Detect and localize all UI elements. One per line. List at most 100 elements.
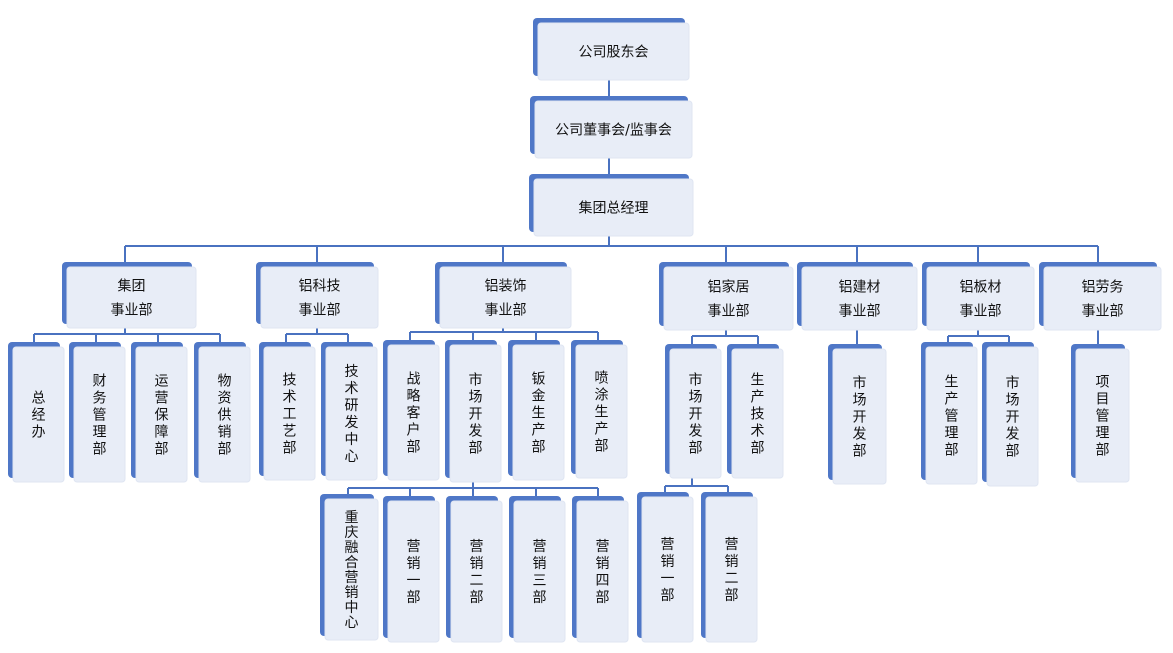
org-node-label: 铝劳务 bbox=[1082, 280, 1124, 296]
org-node-face bbox=[260, 266, 379, 329]
org-node-face bbox=[12, 346, 65, 483]
org-node-label: 生产管理部 bbox=[945, 375, 959, 459]
org-node-label: 铝板材 bbox=[960, 280, 1002, 296]
org-node-dm-sales1: 营销一部 bbox=[383, 496, 440, 643]
org-node-label: 总经办 bbox=[32, 391, 46, 441]
org-node-face bbox=[1043, 266, 1162, 331]
org-node-label: 市场开发部 bbox=[469, 372, 483, 457]
org-node-b-market: 市场开发部 bbox=[828, 344, 887, 485]
org-node-label: 战略客户部 bbox=[407, 372, 421, 456]
org-node-label: 重庆融合营销中心 bbox=[345, 510, 359, 631]
org-node-face bbox=[925, 346, 978, 485]
org-node-face bbox=[576, 500, 629, 643]
org-node-face bbox=[926, 266, 1035, 331]
org-node-face bbox=[513, 500, 566, 643]
org-node-label: 喷涂生产部 bbox=[595, 371, 609, 455]
org-node-face bbox=[986, 346, 1039, 487]
org-node-g-office: 总经办 bbox=[8, 342, 65, 483]
org-node-face bbox=[450, 500, 503, 643]
org-node-label: 营销一部 bbox=[407, 539, 421, 606]
org-node-label: 项目管理部 bbox=[1096, 375, 1110, 459]
org-node-face bbox=[135, 346, 188, 483]
org-node-label: 事业部 bbox=[839, 304, 881, 320]
org-node-d-spray: 喷涂生产部 bbox=[571, 340, 628, 479]
org-node-face bbox=[66, 266, 197, 329]
org-node-dm-sales2: 营销二部 bbox=[446, 496, 503, 643]
org-node-label: 财务管理部 bbox=[93, 374, 107, 458]
org-node-face bbox=[198, 346, 251, 483]
org-node-label: 事业部 bbox=[960, 304, 1002, 320]
org-node-face bbox=[325, 346, 378, 481]
org-node-face bbox=[439, 266, 572, 329]
org-node-g-supply: 物资供销部 bbox=[194, 342, 251, 483]
org-node-face bbox=[449, 344, 502, 483]
org-node-label: 营销三部 bbox=[533, 539, 547, 606]
org-node-h-prodtech: 生产技术部 bbox=[727, 344, 784, 479]
org-node-h-market: 市场开发部 bbox=[665, 344, 722, 479]
org-node-s-prodmgmt: 生产管理部 bbox=[921, 342, 978, 485]
org-node-shareholders: 公司股东会 bbox=[533, 18, 690, 81]
org-node-label: 市场开发部 bbox=[853, 375, 867, 460]
org-node-face bbox=[575, 344, 628, 479]
org-node-face bbox=[705, 496, 758, 643]
org-node-face bbox=[387, 500, 440, 643]
org-node-s-market: 市场开发部 bbox=[982, 342, 1039, 487]
org-node-face bbox=[832, 348, 887, 485]
org-node-g-finance: 财务管理部 bbox=[69, 342, 126, 483]
org-node-label: 技术工艺部 bbox=[283, 373, 297, 457]
org-node-label: 事业部 bbox=[299, 303, 341, 319]
org-node-hm-sales2: 营销二部 bbox=[701, 492, 758, 643]
org-node-d-strategy: 战略客户部 bbox=[383, 340, 440, 481]
org-node-label: 技术研发中心 bbox=[345, 364, 359, 465]
org-node-d-sheetmetal: 钣金生产部 bbox=[508, 340, 565, 481]
org-node-t-rnd: 技术研发中心 bbox=[321, 342, 378, 481]
org-node-label: 运营保障部 bbox=[155, 374, 169, 458]
org-node-label: 铝装饰 bbox=[485, 279, 527, 295]
org-node-label: 公司股东会 bbox=[579, 45, 649, 61]
org-node-label: 事业部 bbox=[1082, 304, 1124, 320]
org-node-face bbox=[537, 22, 690, 81]
org-node-face bbox=[731, 348, 784, 479]
org-node-face bbox=[533, 178, 694, 237]
org-node-face bbox=[387, 344, 440, 481]
org-node-t-process: 技术工艺部 bbox=[259, 342, 316, 481]
org-node-face bbox=[1075, 348, 1130, 483]
org-node-label: 集团 bbox=[118, 278, 146, 295]
org-node-label: 物资供销部 bbox=[218, 374, 232, 458]
org-node-face bbox=[73, 346, 126, 483]
org-node-label: 生产技术部 bbox=[751, 373, 765, 457]
org-node-dm-sales3: 营销三部 bbox=[509, 496, 566, 643]
org-node-d-market: 市场开发部 bbox=[445, 340, 502, 483]
org-node-face bbox=[801, 266, 918, 331]
org-node-hm-sales1: 营销一部 bbox=[637, 492, 694, 643]
org-node-dm-chongqing: 重庆融合营销中心 bbox=[320, 494, 379, 641]
org-boxes: 公司股东会公司董事会/监事会集团总经理集团事业部铝科技事业部铝装饰事业部铝家居事… bbox=[8, 18, 1162, 643]
org-node-label: 市场开发部 bbox=[689, 372, 703, 457]
org-node-label: 钣金生产部 bbox=[532, 372, 546, 456]
org-node-label: 营销二部 bbox=[725, 537, 739, 604]
org-node-label: 铝科技 bbox=[299, 279, 341, 295]
org-node-face bbox=[324, 498, 379, 641]
org-node-face bbox=[512, 344, 565, 481]
org-node-label: 事业部 bbox=[485, 303, 527, 319]
org-node-label: 铝家居 bbox=[708, 279, 750, 296]
org-node-face bbox=[263, 346, 316, 481]
org-node-l-project: 项目管理部 bbox=[1071, 344, 1130, 483]
org-node-label: 集团总经理 bbox=[579, 200, 649, 217]
org-node-face bbox=[669, 348, 722, 479]
org-node-label: 事业部 bbox=[111, 303, 153, 319]
org-node-gm: 集团总经理 bbox=[529, 174, 694, 237]
org-node-dm-sales4: 营销四部 bbox=[572, 496, 629, 643]
org-node-label: 营销四部 bbox=[596, 539, 610, 606]
org-node-label: 营销二部 bbox=[470, 539, 484, 606]
org-node-g-ops: 运营保障部 bbox=[131, 342, 188, 483]
org-node-label: 市场开发部 bbox=[1006, 375, 1020, 460]
